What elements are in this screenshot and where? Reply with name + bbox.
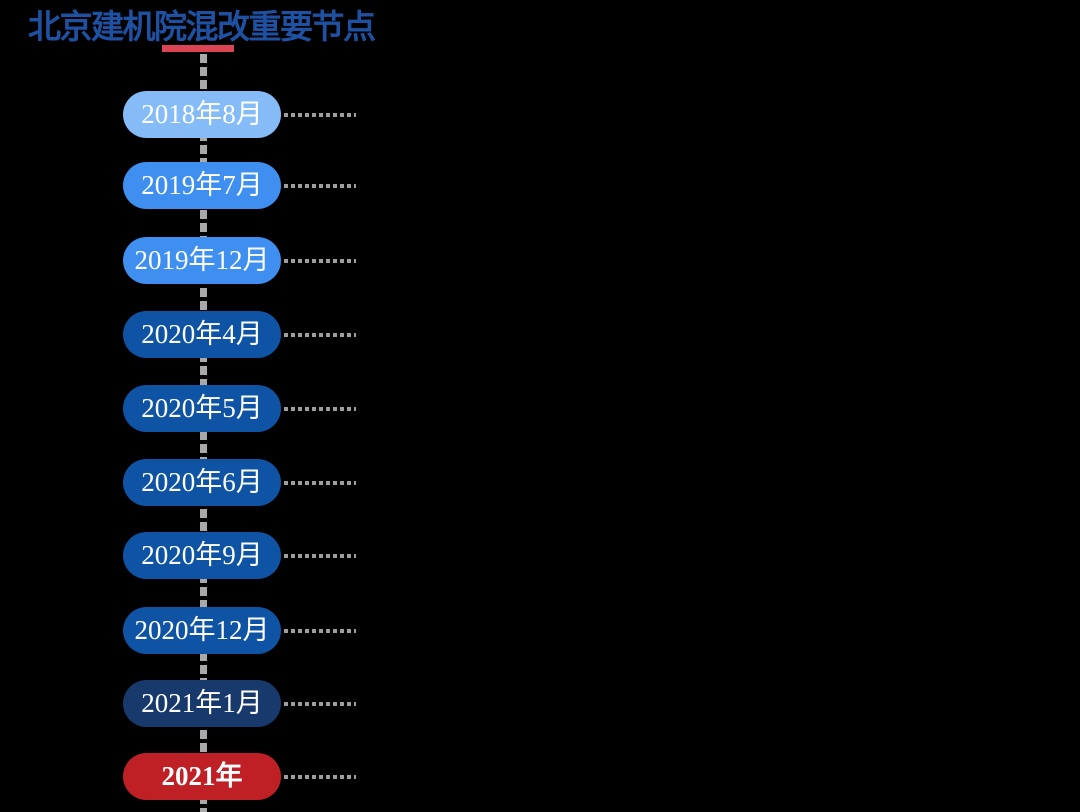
timeline-item: 2018年8月 (0, 91, 1080, 138)
timeline-item: 2020年12月 (0, 607, 1080, 654)
timeline-date-label: 2020年4月 (141, 319, 263, 349)
timeline-pill: 2020年4月 (123, 311, 281, 358)
timeline-date-label: 2018年8月 (141, 99, 263, 129)
timeline-pill: 2018年8月 (123, 91, 281, 138)
dotted-connector (284, 554, 356, 558)
timeline-date-label: 2021年1月 (141, 688, 263, 718)
timeline-date-label: 2021年 (161, 761, 243, 791)
timeline-pill: 2020年5月 (123, 385, 281, 432)
dotted-connector (284, 629, 356, 633)
timeline-pill: 2019年7月 (123, 162, 281, 209)
timeline-pill: 2020年6月 (123, 459, 281, 506)
timeline-item: 2021年1月 (0, 680, 1080, 727)
timeline-pill: 2020年12月 (123, 607, 281, 654)
dotted-connector (284, 775, 356, 779)
dotted-connector (284, 333, 356, 337)
timeline-item: 2021年 (0, 753, 1080, 800)
timeline-item: 2020年5月 (0, 385, 1080, 432)
timeline-item: 2019年12月 (0, 237, 1080, 284)
timeline-date-label: 2020年12月 (134, 615, 270, 645)
timeline-date-label: 2019年7月 (141, 170, 263, 200)
timeline-vertical-dashed-line (200, 54, 207, 812)
timeline-pill: 2021年 (123, 753, 281, 800)
timeline-pill: 2019年12月 (123, 237, 281, 284)
timeline-pill: 2021年1月 (123, 680, 281, 727)
dotted-connector (284, 702, 356, 706)
timeline-item: 2020年6月 (0, 459, 1080, 506)
timeline-pill: 2020年9月 (123, 532, 281, 579)
dotted-connector (284, 113, 356, 117)
timeline-date-label: 2020年5月 (141, 393, 263, 423)
title-underline-bar (162, 45, 234, 52)
dotted-connector (284, 184, 356, 188)
timeline-date-label: 2020年6月 (141, 467, 263, 497)
timeline-item: 2020年9月 (0, 532, 1080, 579)
timeline-date-label: 2019年12月 (134, 245, 270, 275)
timeline-item: 2020年4月 (0, 311, 1080, 358)
page-title: 北京建机院混改重要节点 (28, 7, 376, 46)
timeline-item: 2019年7月 (0, 162, 1080, 209)
timeline-date-label: 2020年9月 (141, 540, 263, 570)
dotted-connector (284, 259, 356, 263)
dotted-connector (284, 407, 356, 411)
dotted-connector (284, 481, 356, 485)
